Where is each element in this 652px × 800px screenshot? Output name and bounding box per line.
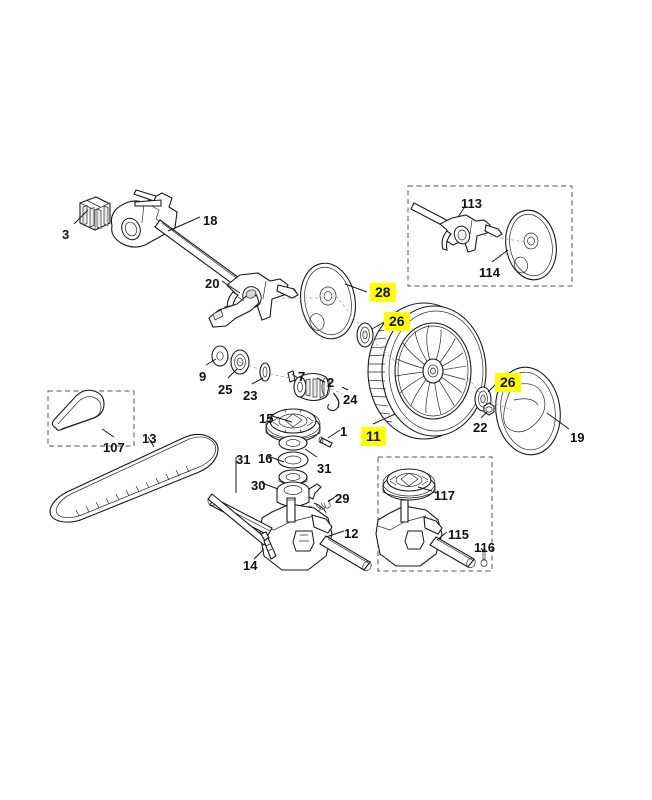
part-label: 18: [203, 213, 218, 228]
part-label: 7: [298, 369, 306, 384]
part-label: 3: [62, 227, 70, 242]
part-label: 13: [142, 431, 157, 446]
part-label: 23: [243, 388, 258, 403]
part-3-bushing: [79, 196, 111, 231]
part-28-friction-disc: [300, 262, 356, 340]
part-label: 14: [243, 558, 258, 573]
part-label: 22: [473, 420, 488, 435]
part-16-spacer: [277, 451, 309, 469]
part-label-highlighted: 26: [495, 373, 521, 392]
part-1-pin: [318, 436, 333, 448]
part-label: 20: [205, 276, 220, 291]
part-113-yoke: [410, 202, 503, 253]
part-label: 31: [317, 461, 332, 476]
part-107-belt: [51, 389, 105, 431]
part-label: 24: [343, 392, 358, 407]
part-label: 16: [258, 451, 273, 466]
part-label: 1: [340, 424, 348, 439]
part-label: 12: [344, 526, 359, 541]
part-13-drive-belt: [49, 433, 219, 523]
part-14-screw: [260, 531, 277, 560]
part-label: 117: [434, 488, 455, 503]
part-7-key: [287, 370, 296, 383]
part-label-highlighted: 11: [361, 427, 386, 446]
part-label: 116: [474, 540, 495, 555]
group-box-115: [377, 456, 493, 572]
part-label-highlighted: 26: [384, 312, 410, 331]
part-label: 15: [259, 411, 274, 426]
part-23-spacer: [259, 362, 271, 382]
part-label: 107: [103, 440, 125, 455]
part-20-lever: [208, 289, 260, 328]
assembly-axis-lines: [227, 234, 531, 411]
part-label: 114: [479, 265, 500, 280]
part-114-disc: [505, 209, 557, 281]
part-label: 29: [335, 491, 350, 506]
part-26-bearing-left: [356, 322, 374, 348]
part-label: 115: [448, 527, 469, 542]
part-12-gearbox: [207, 493, 372, 572]
part-label: 30: [251, 478, 266, 493]
part-116-cotter-pin: [480, 549, 488, 567]
part-24-cotter-pin: [327, 392, 340, 412]
part-label: 9: [199, 369, 207, 384]
part-label: 113: [461, 196, 482, 211]
part-18-drive-shaft: [110, 189, 299, 321]
part-11-drive-wheel: [367, 302, 487, 440]
part-label: 19: [570, 430, 585, 445]
part-9-washer: [211, 345, 229, 367]
part-label: 31: [236, 452, 251, 467]
part-117-pulley: [382, 468, 436, 501]
leader-lines: [73, 204, 570, 560]
part-label-highlighted: 28: [370, 283, 396, 302]
part-label: 2: [327, 375, 335, 390]
part-115-gearbox: [375, 499, 476, 569]
part-label: 25: [218, 382, 233, 397]
part-31-bearing-upper: [278, 435, 308, 451]
group-box-113: [407, 185, 573, 287]
